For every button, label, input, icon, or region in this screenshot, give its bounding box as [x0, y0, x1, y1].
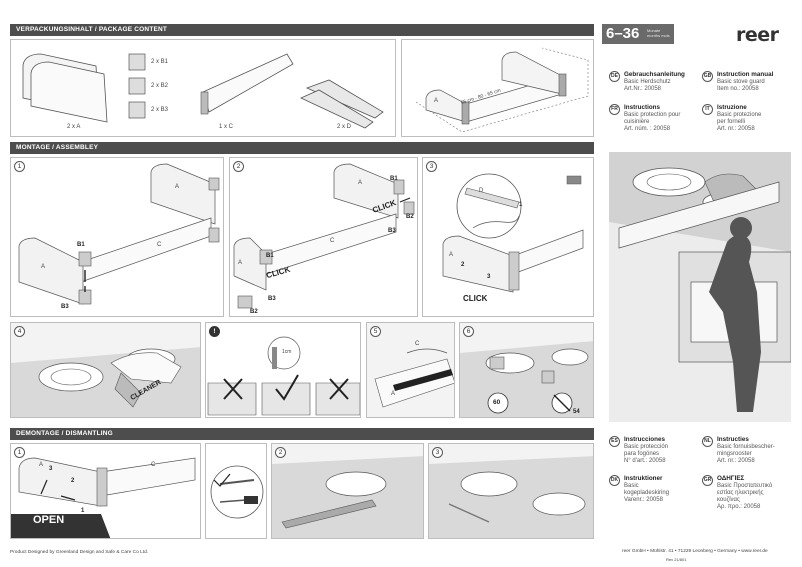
part-a2-label: A	[238, 260, 243, 266]
part-a2-label: A	[41, 264, 46, 270]
step-number: 4	[14, 326, 25, 337]
dismantle-step-1-illustration	[11, 457, 196, 538]
dismantle-step-1: 1 A C 3 2 1 OPEN	[10, 443, 201, 539]
assembly-step-1: 1 A C A B1 B3	[10, 157, 224, 317]
dismantle-num3: 3	[49, 466, 53, 472]
part-c-label: C	[415, 341, 420, 347]
assembly-step-5: 5 C A	[366, 322, 455, 418]
step-number: 6	[463, 326, 474, 337]
step-number: 1	[14, 161, 25, 172]
stove-child-illustration	[609, 152, 791, 412]
step-number: 1	[14, 447, 25, 458]
part-b2b-label: B2	[406, 214, 414, 220]
step-1-illustration	[18, 163, 220, 305]
part-a-label: A	[175, 184, 180, 190]
measure-1cm-label: 1cm	[282, 349, 292, 355]
dismantle-num2: 2	[71, 478, 75, 484]
part-a-label: A	[449, 252, 454, 258]
warning-panel: ! 1cm	[205, 322, 361, 418]
part-d-label: D	[479, 188, 484, 194]
assembled-guard-panel: A 55 cm - 80 - 65 cm	[401, 39, 594, 137]
part-a-label: A	[391, 391, 396, 397]
part-b3b-label: B3	[268, 296, 276, 302]
assembly-step-2: 2 A C A B1 B3 B1 B3 B2 B2 CLICK CLICK	[229, 157, 418, 317]
part-a-label: A	[358, 180, 363, 186]
age-range: 6–36	[606, 25, 640, 42]
open-label: OPEN	[33, 514, 65, 526]
part-c-label: C	[151, 462, 156, 468]
brand-logo: reer	[736, 24, 779, 46]
package-content-panel: 2 x A 2 x B1 2 x B2 2 x B3 1 x C 2 x D	[10, 39, 396, 137]
step-5-illustration	[374, 348, 454, 408]
assembled-a-label: A	[434, 98, 439, 104]
timer-54-label: 54	[573, 409, 580, 415]
part-b3-label: B3	[388, 228, 396, 234]
click-label: CLICK	[463, 294, 488, 303]
dismantle-step-2: 2	[271, 443, 424, 539]
package-parts-illustration	[22, 53, 384, 129]
part-c-label: C	[157, 242, 162, 248]
part-c-label: C	[330, 238, 335, 244]
part-b2-label: B2	[250, 309, 258, 315]
qty-b3-label: 2 x B3	[151, 107, 169, 113]
warning-illustration	[207, 336, 360, 416]
dismantle-step-3-illustration	[429, 456, 593, 538]
assembly-step-4: 4 CLEANER	[10, 322, 201, 418]
step-4-illustration	[11, 347, 200, 417]
step-2-illustration	[233, 163, 415, 309]
footer-address: reer GmbH • Mühlstr. 41 • 71229 Leonberg…	[622, 549, 768, 554]
dismantle-tools-panel	[205, 443, 267, 539]
qty-a-label: 2 x A	[67, 124, 81, 130]
part-b3-label: B3	[61, 304, 69, 310]
step-number: 5	[370, 326, 381, 337]
footer-revision: Rev 21/801	[666, 557, 687, 562]
part-b1-label: B1	[390, 176, 398, 182]
timer-60-label: 60	[493, 399, 501, 406]
part-b1-label: B1	[77, 242, 85, 248]
qty-c-label: 1 x C	[219, 124, 234, 130]
step-3-num1: 1	[519, 202, 523, 208]
section-header-assembly: MONTAGE / ASSEMBLEY	[10, 142, 594, 154]
step-3-num2: 2	[461, 262, 465, 268]
age-badge: 6–36 Monate months mois	[602, 24, 674, 44]
footer-credit: Product Designed by Greenland Design and…	[10, 550, 149, 555]
qty-b1-label: 2 x B1	[151, 59, 169, 65]
assembly-step-6: 6 60 54	[459, 322, 594, 418]
dismantle-step-3: 3	[428, 443, 594, 539]
kitchen-illustration	[609, 152, 791, 422]
step-6-illustration	[460, 341, 593, 417]
age-unit: Monate months mois	[647, 28, 670, 38]
step-number: 2	[275, 447, 286, 458]
dismantle-num1: 1	[81, 508, 85, 514]
knife-illustration	[210, 465, 264, 519]
step-number: 2	[233, 161, 244, 172]
qty-d-label: 2 x D	[337, 124, 352, 130]
assembly-step-3: 3 D 1 2 3 A CLICK	[422, 157, 594, 317]
step-3-illustration	[442, 173, 584, 293]
step-number: 3	[432, 447, 443, 458]
assembled-guard-illustration	[415, 47, 589, 133]
dismantle-step-2-illustration	[272, 456, 423, 538]
step-3-num3: 3	[487, 274, 491, 280]
section-header-dismantling: DEMONTAGE / DISMANTLING	[10, 428, 594, 440]
qty-b2-label: 2 x B2	[151, 83, 169, 89]
part-a-label: A	[39, 462, 44, 468]
part-b1b-label: B1	[266, 253, 274, 259]
step-number: 3	[426, 161, 437, 172]
section-header-package: VERPACKUNGSINHALT / PACKAGE CONTENT	[10, 24, 594, 36]
warning-icon: !	[209, 326, 220, 337]
